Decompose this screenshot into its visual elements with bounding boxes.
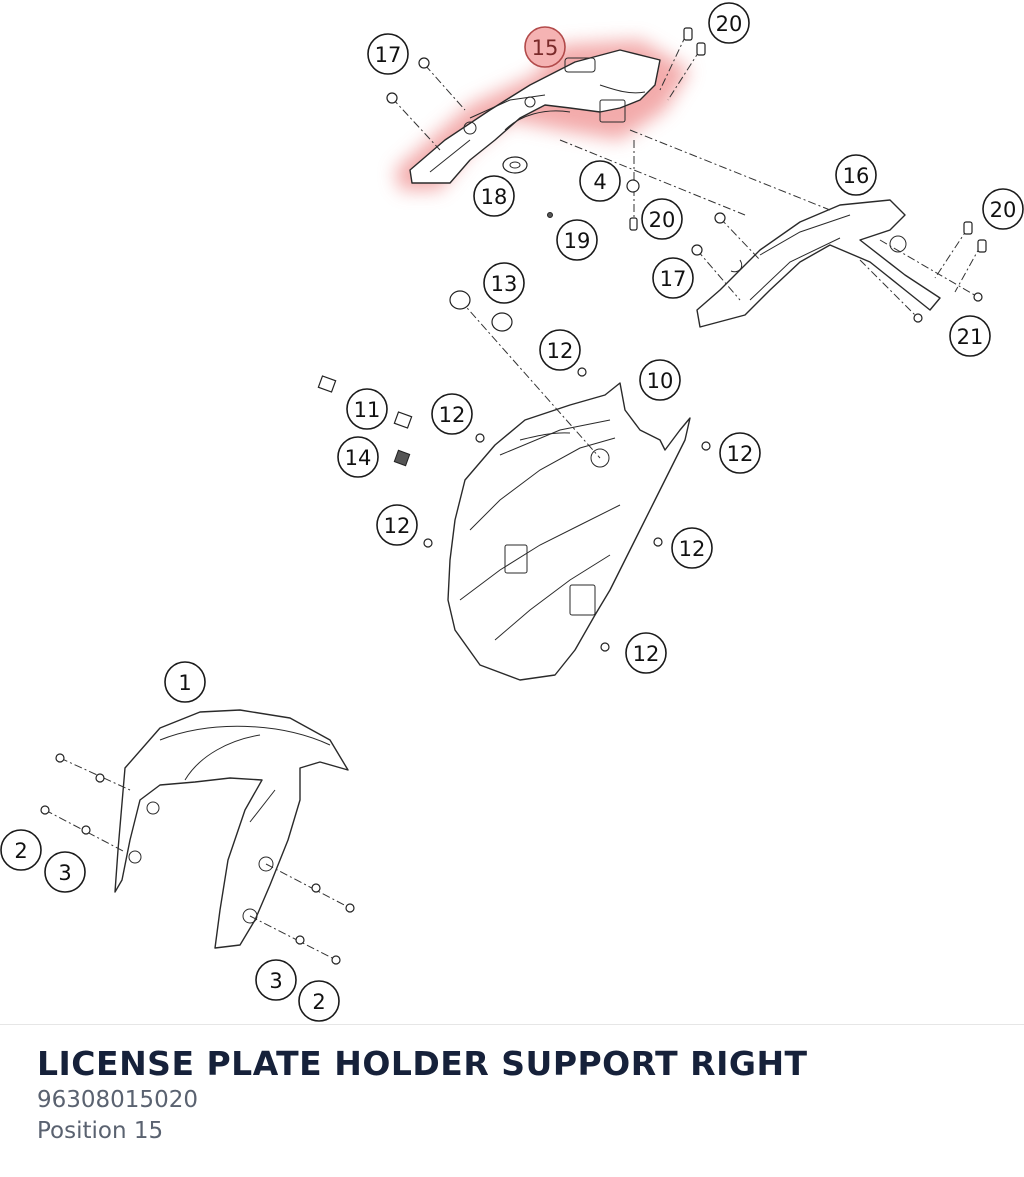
callout-20[interactable]: 20 — [708, 2, 750, 44]
svg-text:10: 10 — [647, 369, 674, 393]
callout-18[interactable]: 18 — [473, 175, 515, 217]
callout-4[interactable]: 4 — [579, 160, 621, 202]
svg-text:15: 15 — [532, 36, 559, 60]
part-16-support-left[interactable] — [696, 199, 941, 328]
svg-text:19: 19 — [564, 229, 591, 253]
svg-text:12: 12 — [439, 403, 466, 427]
part-15-license-plate-holder-support-right[interactable] — [409, 49, 661, 184]
svg-text:12: 12 — [679, 537, 706, 561]
svg-text:17: 17 — [660, 267, 687, 291]
svg-text:16: 16 — [843, 164, 870, 188]
callout-20[interactable]: 20 — [641, 198, 683, 240]
callout-12[interactable]: 12 — [671, 527, 713, 569]
part-title: LICENSE PLATE HOLDER SUPPORT RIGHT — [37, 1044, 808, 1083]
callout-1[interactable]: 1 — [164, 661, 206, 703]
svg-text:2: 2 — [14, 839, 27, 863]
callout-12[interactable]: 12 — [539, 329, 581, 371]
callout-16[interactable]: 16 — [835, 154, 877, 196]
part-info-panel: LICENSE PLATE HOLDER SUPPORT RIGHT 96308… — [37, 1043, 1004, 1147]
callout-21[interactable]: 21 — [949, 315, 991, 357]
callout-10[interactable]: 10 — [639, 359, 681, 401]
callout-20[interactable]: 20 — [982, 188, 1024, 230]
callout-12[interactable]: 12 — [719, 432, 761, 474]
part-position: Position 15 — [37, 1118, 164, 1144]
svg-text:20: 20 — [990, 198, 1017, 222]
svg-text:12: 12 — [727, 442, 754, 466]
part-10-rear-mudguard[interactable] — [447, 382, 691, 681]
callout-12[interactable]: 12 — [376, 504, 418, 546]
svg-text:3: 3 — [58, 861, 71, 885]
svg-text:13: 13 — [491, 272, 518, 296]
callout-3[interactable]: 3 — [255, 959, 297, 1001]
svg-text:12: 12 — [633, 642, 660, 666]
part-1-front-mudguard[interactable] — [114, 709, 349, 949]
part-number: 96308015020 — [37, 1087, 198, 1113]
callout-17[interactable]: 17 — [652, 257, 694, 299]
divider — [0, 1024, 1024, 1025]
svg-text:1: 1 — [178, 671, 191, 695]
svg-text:11: 11 — [354, 398, 381, 422]
hardware-bolts-nuts-washers — [40, 27, 987, 965]
svg-text:3: 3 — [269, 969, 282, 993]
callout-14[interactable]: 14 — [337, 436, 379, 478]
callout-13[interactable]: 13 — [483, 262, 525, 304]
callout-15[interactable]: 15 — [524, 26, 566, 68]
svg-text:14: 14 — [345, 446, 372, 470]
svg-text:12: 12 — [547, 339, 574, 363]
callout-12[interactable]: 12 — [431, 393, 473, 435]
svg-text:20: 20 — [649, 208, 676, 232]
callout-2[interactable]: 2 — [0, 829, 42, 871]
svg-text:17: 17 — [375, 43, 402, 67]
svg-text:18: 18 — [481, 185, 508, 209]
svg-text:12: 12 — [384, 514, 411, 538]
callout-2[interactable]: 2 — [298, 980, 340, 1022]
svg-text:20: 20 — [716, 12, 743, 36]
svg-text:21: 21 — [957, 325, 984, 349]
callout-19[interactable]: 19 — [556, 219, 598, 261]
callout-17[interactable]: 17 — [367, 33, 409, 75]
callout-3[interactable]: 3 — [44, 851, 86, 893]
svg-text:2: 2 — [312, 990, 325, 1014]
leader-lines — [44, 34, 982, 961]
svg-text:4: 4 — [593, 170, 606, 194]
exploded-parts-diagram: 15 17 20 4 18 19 20 16 20 17 21 13 12 10… — [0, 2, 1024, 1022]
callout-12[interactable]: 12 — [625, 632, 667, 674]
callout-11[interactable]: 11 — [346, 388, 388, 430]
